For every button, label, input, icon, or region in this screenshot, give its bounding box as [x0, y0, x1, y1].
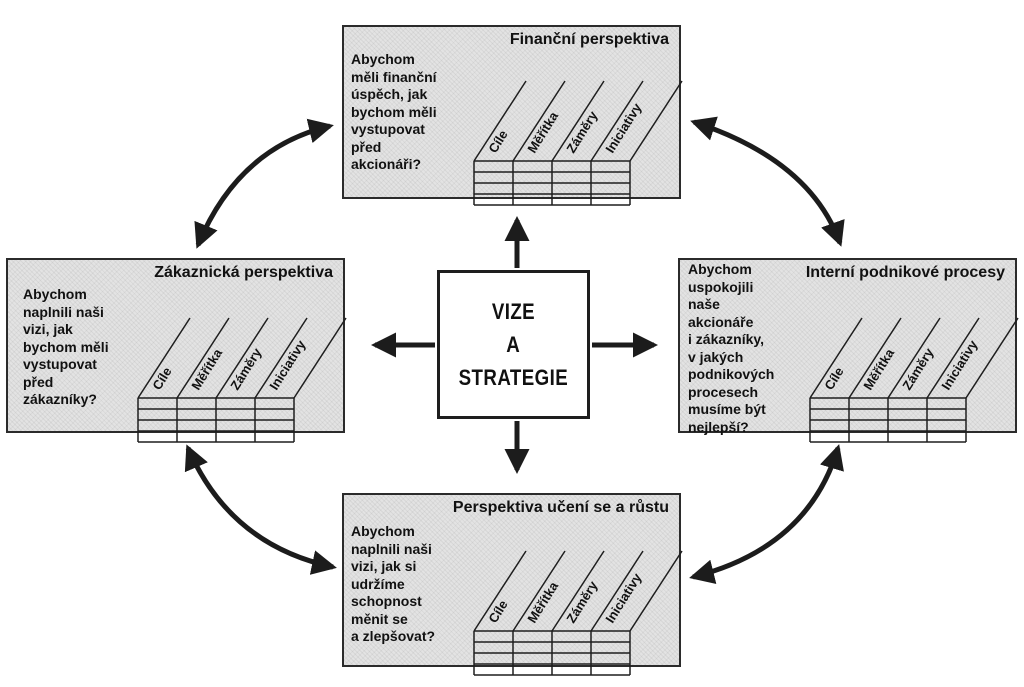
learning-growth-question: Abychom naplnili naši vizi, jak si udrží… — [351, 523, 436, 644]
financial-perspective-box: Finanční perspektiva Abychom měli finanč… — [342, 25, 683, 206]
column-header-label: Cíle — [485, 127, 510, 155]
column-header-divider — [848, 317, 902, 399]
column-header-divider — [590, 550, 644, 632]
arrow-internal-learning — [689, 444, 844, 584]
learning-growth-box: Perspektiva učení se a růstu Abychom nap… — [342, 493, 683, 676]
column-header-label: Cíle — [149, 364, 174, 392]
column-header-label: Cíle — [821, 364, 846, 392]
column-header-divider — [137, 317, 191, 399]
column-header-divider — [629, 550, 683, 632]
column-header-divider — [551, 80, 605, 162]
column-header-divider — [254, 317, 308, 399]
column-header-divider — [473, 80, 527, 162]
arrow-customer-learning — [184, 444, 337, 575]
arrow-financial-internal — [690, 116, 845, 247]
column-header-divider — [293, 317, 347, 399]
learning-growth-title: Perspektiva učení se a růstu — [452, 499, 669, 516]
customer-perspective-title: Zákaznická perspektiva — [154, 264, 333, 281]
column-header-divider — [809, 317, 863, 399]
internal-processes-box: Interní podnikové procesy Abychom uspoko… — [678, 258, 1019, 443]
column-header-divider — [512, 550, 566, 632]
financial-perspective-title: Finanční perspektiva — [509, 31, 669, 48]
vision-line: VIZE — [491, 299, 536, 324]
strategy-line: STRATEGIE — [458, 365, 569, 390]
customer-perspective-question: Abychom naplnili naši vizi, jak bychom m… — [23, 286, 109, 407]
financial-perspective-question: Abychom měli finanční úspěch, jak bychom… — [351, 51, 437, 172]
column-header-divider — [176, 317, 230, 399]
customer-perspective-box: Zákaznická perspektiva Abychom naplnili … — [6, 258, 347, 443]
internal-processes-question: Abychom uspokojili naše akcionáře i záka… — [688, 261, 775, 435]
column-header-divider — [629, 80, 683, 162]
internal-processes-title: Interní podnikové procesy — [805, 264, 1005, 281]
column-header-divider — [473, 550, 527, 632]
and-line: A — [506, 332, 521, 357]
column-header-label: Cíle — [485, 597, 510, 625]
column-header-divider — [887, 317, 941, 399]
column-header-divider — [590, 80, 644, 162]
column-header-divider — [965, 317, 1019, 399]
vision-strategy-box: VIZE A STRATEGIE — [437, 270, 590, 419]
arrow-financial-customer — [194, 118, 334, 249]
column-header-divider — [512, 80, 566, 162]
column-header-divider — [215, 317, 269, 399]
column-header-divider — [926, 317, 980, 399]
column-header-divider — [551, 550, 605, 632]
